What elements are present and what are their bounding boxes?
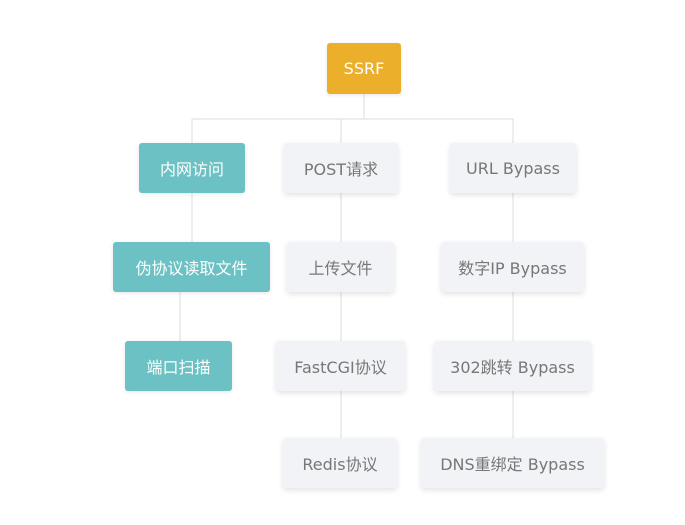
node-port-scan[interactable]: 端口扫描 bbox=[125, 341, 232, 391]
node-branch-url-bypass[interactable]: URL Bypass bbox=[450, 143, 576, 193]
node-redis-protocol[interactable]: Redis协议 bbox=[283, 438, 397, 488]
node-pseudo-protocol-file-read[interactable]: 伪协议读取文件 bbox=[113, 242, 270, 292]
node-numeric-ip-bypass[interactable]: 数字IP Bypass bbox=[441, 242, 584, 292]
node-branch-post-request[interactable]: POST请求 bbox=[284, 143, 398, 193]
node-fastcgi-protocol[interactable]: FastCGI协议 bbox=[276, 341, 405, 391]
node-branch-internal-access[interactable]: 内网访问 bbox=[139, 143, 245, 193]
node-root[interactable]: SSRF bbox=[327, 43, 401, 94]
node-file-upload[interactable]: 上传文件 bbox=[287, 242, 394, 292]
node-302-redirect-bypass[interactable]: 302跳转 Bypass bbox=[434, 341, 591, 391]
node-dns-rebinding-bypass[interactable]: DNS重绑定 Bypass bbox=[421, 438, 604, 488]
